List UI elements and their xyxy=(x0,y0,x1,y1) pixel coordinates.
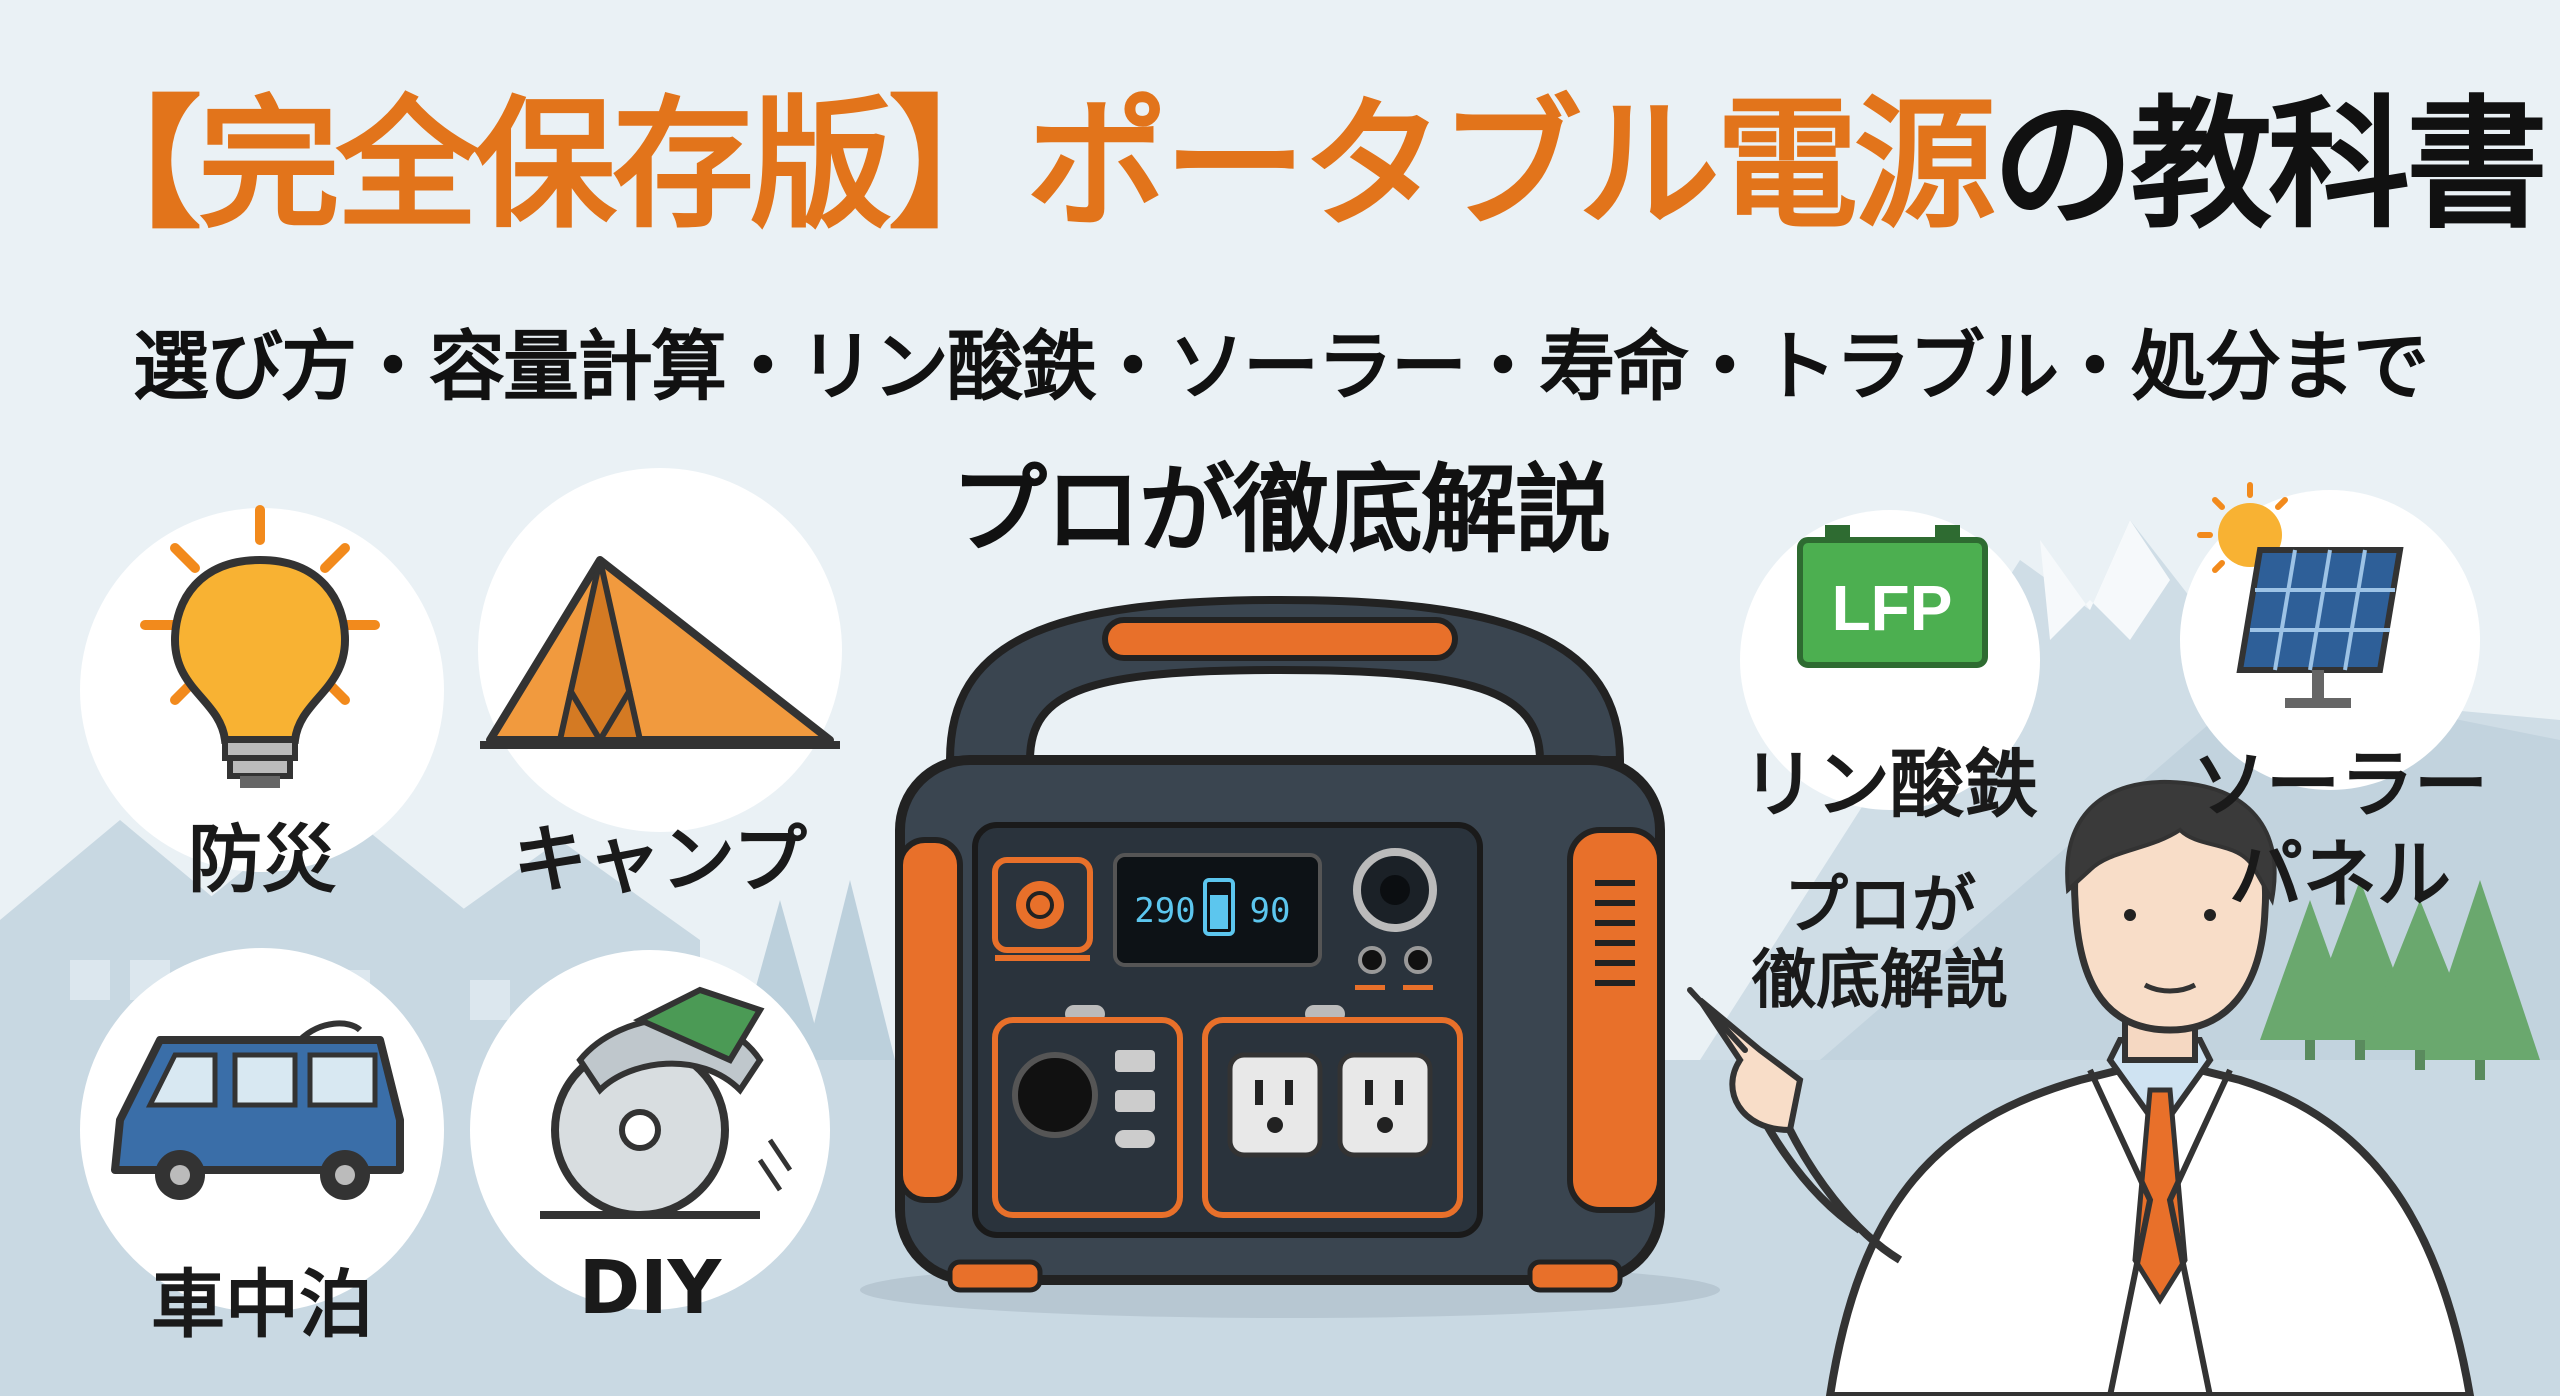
van-icon xyxy=(111,1020,404,1200)
circular-saw-icon xyxy=(540,986,793,1219)
label-lfp: リン酸鉄 xyxy=(1742,742,2038,828)
speech-line1: プロが xyxy=(1784,869,1976,943)
label-camp: キャンプ xyxy=(513,817,807,903)
display-left: 290 xyxy=(1134,891,1195,931)
presenter-illustration xyxy=(1687,779,2475,1396)
portable-power-station: 290 90 xyxy=(860,595,1720,1318)
label-bousai: 防災 xyxy=(188,817,336,903)
label-diy: DIY xyxy=(578,1245,722,1331)
subtitle: 選び方・容量計算・リン酸鉄・ソーラー・寿命・トラブル・処分まで xyxy=(133,322,2429,411)
lfp-battery-icon: LFP xyxy=(1797,525,1988,668)
speech-line2: 徹底解説 xyxy=(1752,944,2008,1018)
label-solar-line2: パネル xyxy=(2229,832,2451,918)
solar-panel-icon xyxy=(2197,482,2404,708)
page-title: 【完全保存版】ポータブル電源の教科書 xyxy=(60,95,2548,237)
tagline: プロが徹底解説 xyxy=(951,454,1611,566)
tent-icon xyxy=(480,556,840,749)
lightbulb-icon xyxy=(140,505,380,788)
title-suffix: の教科書 xyxy=(1992,83,2548,248)
lfp-badge-text: LFP xyxy=(1832,572,1953,644)
label-solar-line1: ソーラー xyxy=(2192,742,2488,828)
label-shachuhaku: 車中泊 xyxy=(151,1262,373,1348)
title-highlight: 【完全保存版】ポータブル電源 xyxy=(60,83,1996,248)
display-right: 90 xyxy=(1250,891,1291,931)
